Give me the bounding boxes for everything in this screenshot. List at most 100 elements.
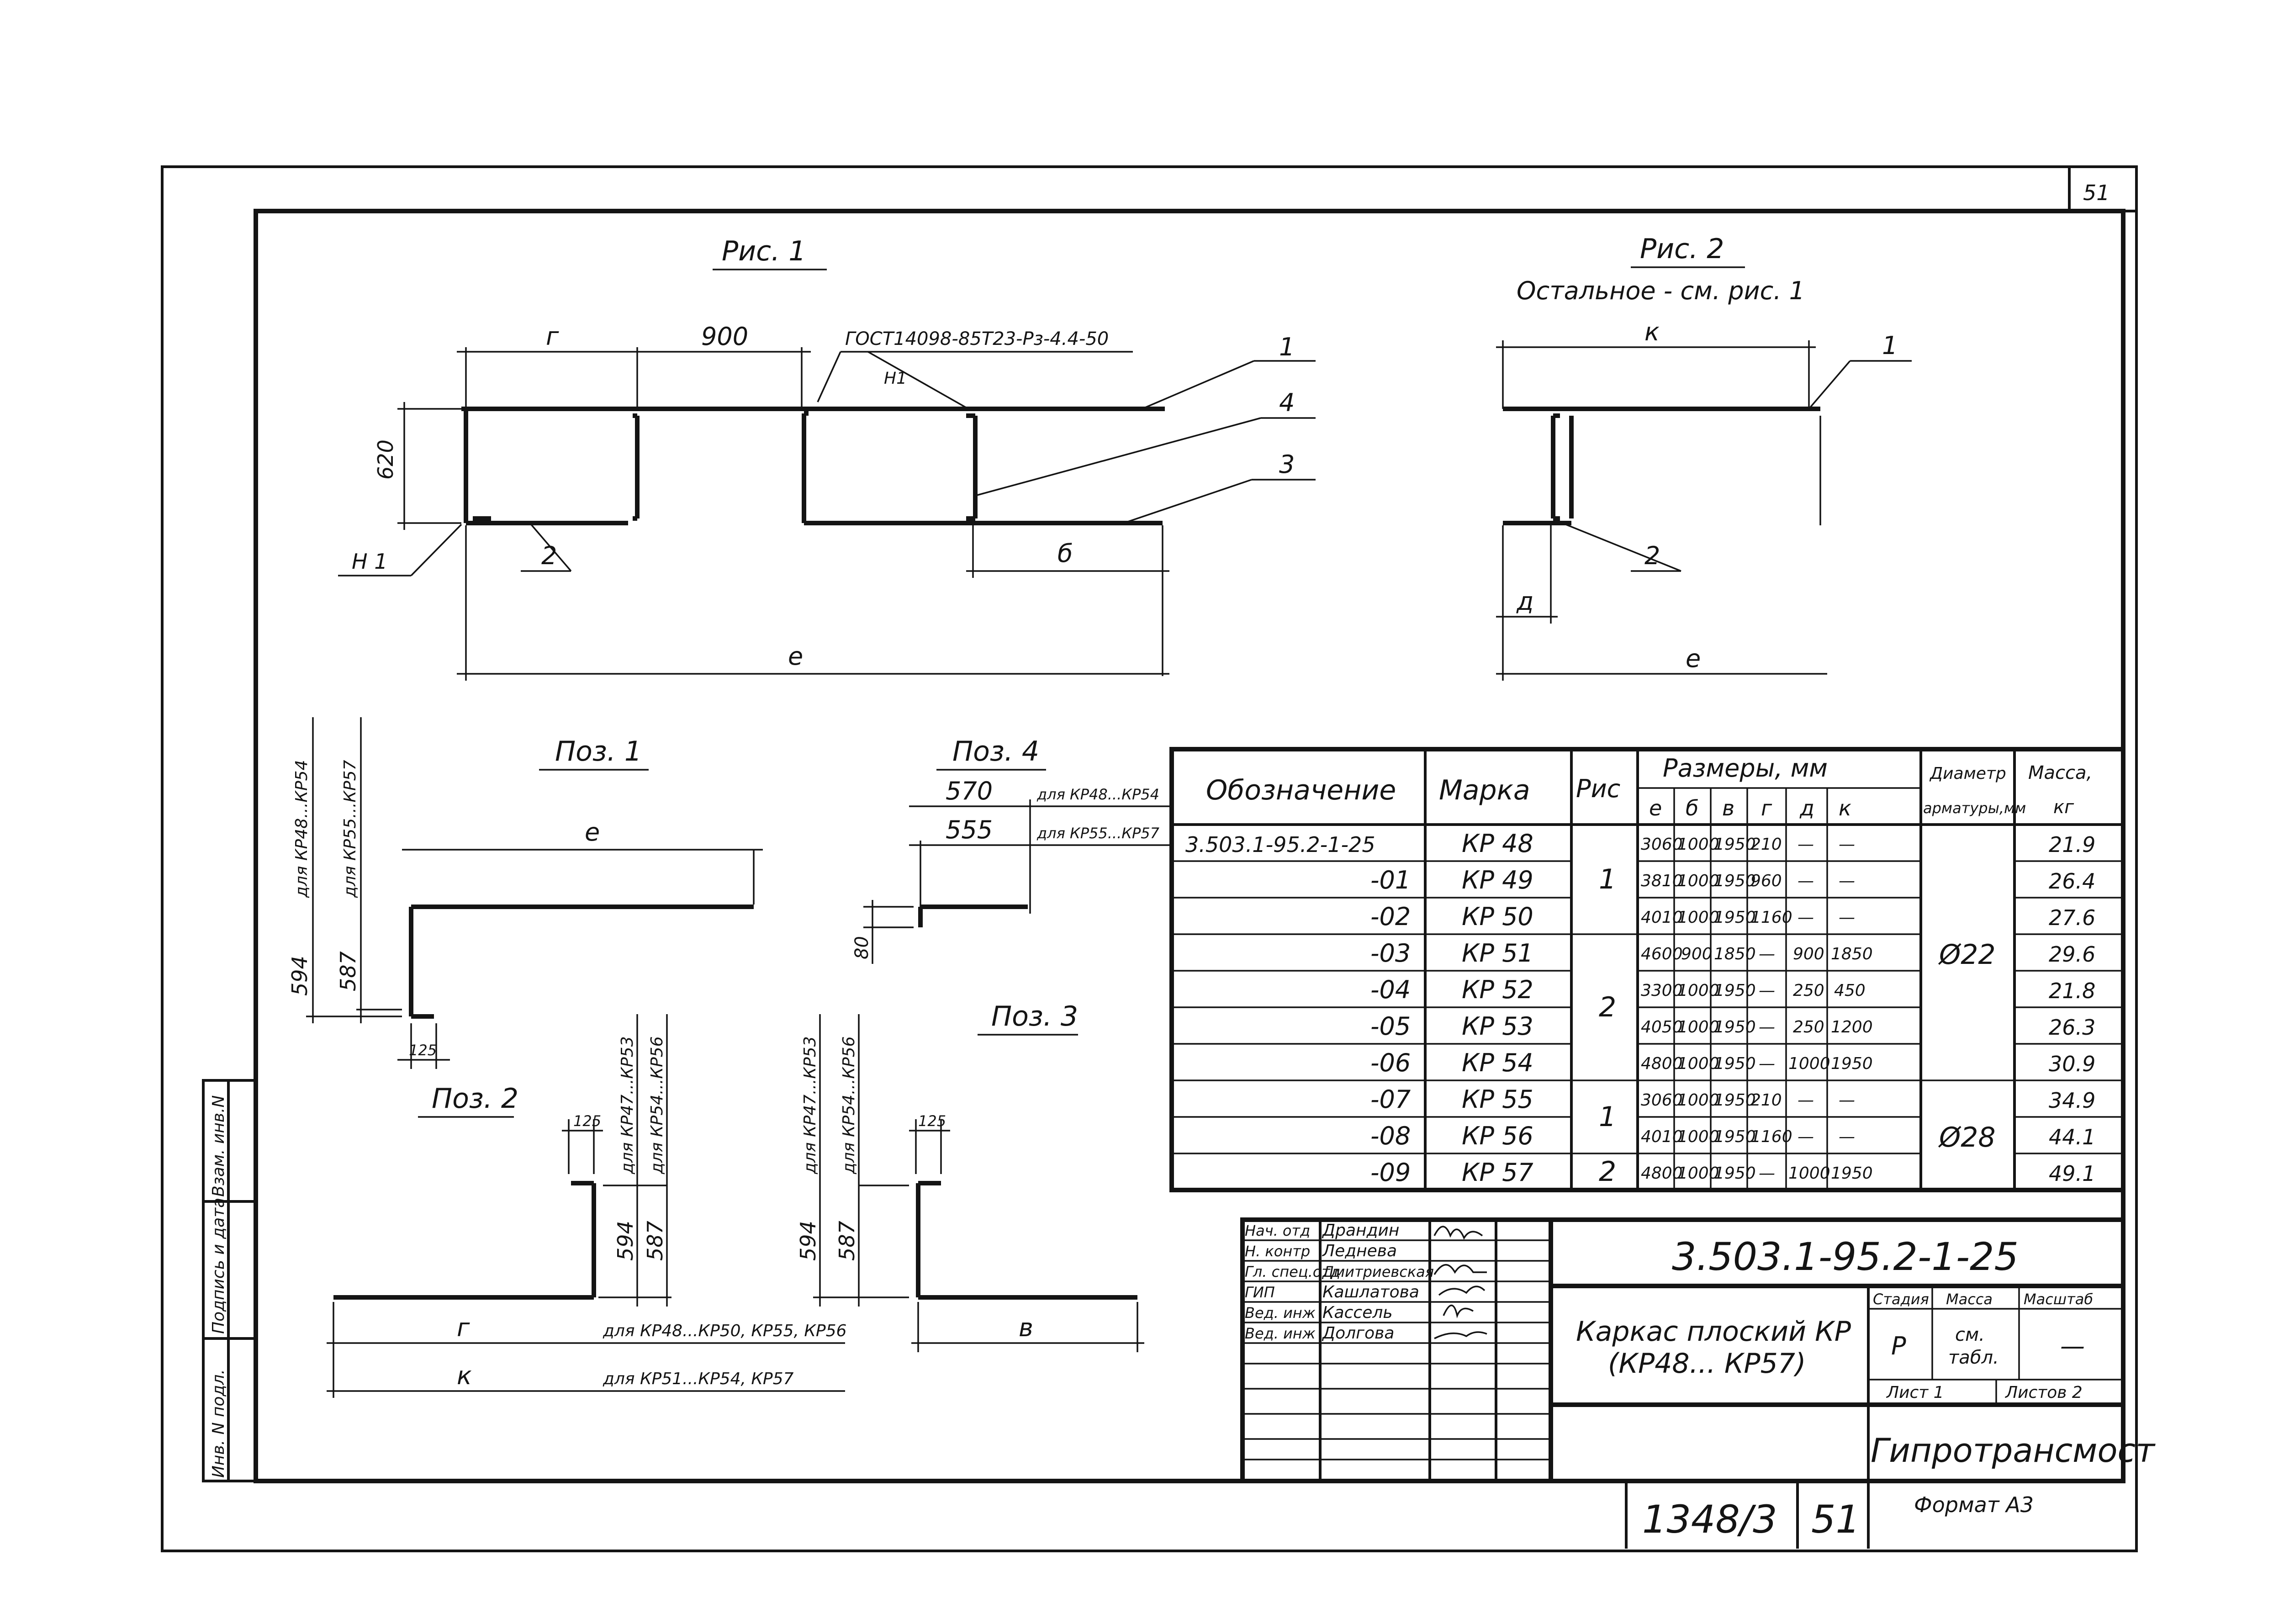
poz2-note-b: для КР54...КР56 — [648, 1037, 666, 1174]
signature — [1434, 1331, 1487, 1339]
row-d: — — [1798, 1091, 1814, 1110]
sheets-label: Листов 2 — [2004, 1383, 2083, 1402]
row-g: 1160 — [1750, 1127, 1792, 1146]
stamp-role: Н. контр — [1245, 1243, 1310, 1260]
row-g: 960 — [1750, 872, 1782, 890]
row-v: 1950 — [1714, 1091, 1756, 1110]
row-d: 250 — [1793, 1018, 1824, 1037]
poz4-dim-570: 570 — [946, 777, 993, 805]
position-3: Поз. 3 125 594 587 для КР47...КР53 для К… — [796, 1000, 1144, 1352]
mass-label: Масса — [1946, 1291, 1993, 1308]
col-diameter-2: арматуры,мм — [1923, 799, 2026, 817]
fig1-callout-3: 3 — [1279, 450, 1295, 479]
side-stamp: Инв. N подл. Подпись и дата Взам. инв.N — [202, 1079, 257, 1482]
row-designation: 3.503.1-95.2-1-25 — [1185, 832, 1375, 857]
specification-table: Обозначение Марка Рис Размеры, мм е б в … — [1169, 747, 2125, 1192]
row-designation: -06 — [1370, 1048, 1411, 1077]
poz3-dim-594: 594 — [796, 1221, 820, 1261]
row-designation: -01 — [1370, 866, 1411, 894]
stamp-role: Нач. отд — [1245, 1222, 1310, 1239]
poz2-dim-594: 594 — [613, 1221, 638, 1261]
poz2-dim-k: к — [457, 1361, 472, 1390]
poz3-dim-125: 125 — [918, 1112, 946, 1130]
col-v: в — [1722, 796, 1734, 820]
side-stamp-field: Взам. инв.N — [209, 1095, 228, 1197]
col-fig: Рис — [1576, 774, 1620, 803]
row-d: — — [1798, 908, 1814, 927]
drawing-title: Каркас плоский КР — [1576, 1316, 1851, 1348]
fig-group: 2 — [1599, 1156, 1616, 1188]
row-g: 210 — [1750, 1091, 1782, 1110]
row-mass: 26.3 — [2049, 1015, 2095, 1040]
poz4-dim-555: 555 — [946, 815, 993, 844]
signature — [1433, 1264, 1487, 1275]
col-g: г — [1761, 796, 1772, 820]
poz1-note-b: для КР55...КР57 — [341, 760, 360, 898]
row-mass: 21.9 — [2049, 832, 2095, 857]
poz1-dim-587: 587 — [336, 951, 360, 991]
row-k: — — [1839, 872, 1855, 890]
poz4-note-a: для КР48...КР54 — [1036, 786, 1159, 803]
row-k: 1200 — [1831, 1018, 1873, 1037]
outer-frame — [161, 165, 2138, 1552]
poz3-note-b: для КР54...КР56 — [840, 1037, 858, 1174]
row-mass: 34.9 — [2049, 1088, 2095, 1113]
album-number: 1348/3 — [1642, 1497, 1777, 1542]
row-e: 3060 — [1641, 835, 1683, 854]
row-e: 3810 — [1641, 872, 1683, 890]
stage-label: Стадия — [1873, 1291, 1929, 1308]
row-g: — — [1759, 1018, 1775, 1037]
fig-group: 2 — [1599, 991, 1616, 1023]
stamp-role: Вед. инж — [1245, 1304, 1316, 1322]
row-mark: КР 52 — [1462, 975, 1533, 1004]
poz2-dim-g: г — [457, 1313, 470, 1342]
row-e: 4010 — [1641, 1127, 1683, 1146]
stamp-role: Вед. инж — [1245, 1325, 1316, 1342]
row-mass: 49.1 — [2049, 1161, 2095, 1186]
row-designation: -07 — [1370, 1085, 1411, 1114]
row-b: 1000 — [1677, 1164, 1719, 1183]
poz1-title: Поз. 1 — [555, 735, 642, 767]
poz2-title: Поз. 2 — [432, 1083, 518, 1115]
row-g: — — [1759, 1054, 1775, 1073]
row-e: 3300 — [1641, 981, 1683, 1000]
row-mass: 44.1 — [2049, 1125, 2095, 1149]
fig1-standard-note: ГОСТ14098-85Т23-Рз-4.4-50 — [845, 328, 1109, 349]
poz4-note-b: для КР55...КР57 — [1036, 825, 1160, 842]
col-designation: Обозначение — [1206, 774, 1396, 806]
stamp-name: Долгова — [1322, 1324, 1394, 1343]
sheet-label: Лист 1 — [1886, 1383, 1944, 1402]
row-e: 4800 — [1641, 1054, 1683, 1073]
fig2-dim-k: к — [1644, 317, 1660, 346]
fig1-dim-g: г — [546, 322, 559, 351]
row-b: 1000 — [1677, 1091, 1719, 1110]
row-mass: 29.6 — [2049, 942, 2095, 967]
stamp-name: Дмитриевская — [1322, 1263, 1434, 1280]
fig-group: 1 — [1599, 1101, 1616, 1133]
fig-group: 1 — [1599, 863, 1616, 895]
row-e: 3060 — [1641, 1091, 1683, 1110]
fig1-weld-h1: Н 1 — [352, 549, 387, 574]
poz1-dim-594: 594 — [287, 956, 312, 996]
sheet-format: Формат А3 — [1914, 1492, 2034, 1517]
row-mark: КР 54 — [1462, 1048, 1533, 1077]
poz2-note-k: для КР51...КР54, КР57 — [603, 1370, 794, 1388]
row-b: 1000 — [1677, 981, 1719, 1000]
scale-value: — — [2060, 1332, 2085, 1360]
row-d: 1000 — [1788, 1164, 1830, 1183]
row-v: 1950 — [1714, 1054, 1756, 1073]
drawing-subtitle: (КР48... КР57) — [1608, 1348, 1806, 1380]
row-mark: КР 55 — [1462, 1085, 1533, 1114]
stamp-role: Гл. спец.отд — [1245, 1263, 1340, 1280]
poz4-dim-80: 80 — [851, 936, 872, 959]
row-v: 1950 — [1714, 1164, 1756, 1183]
row-d: — — [1798, 1127, 1814, 1146]
sheet-number-box — [2068, 165, 2138, 212]
row-designation: -04 — [1370, 975, 1411, 1004]
row-v: 1950 — [1714, 835, 1756, 854]
row-k: — — [1839, 1127, 1855, 1146]
row-d: — — [1798, 872, 1814, 890]
fig2-callout-2: 2 — [1644, 541, 1660, 570]
fig1-dim-e: е — [788, 642, 803, 671]
